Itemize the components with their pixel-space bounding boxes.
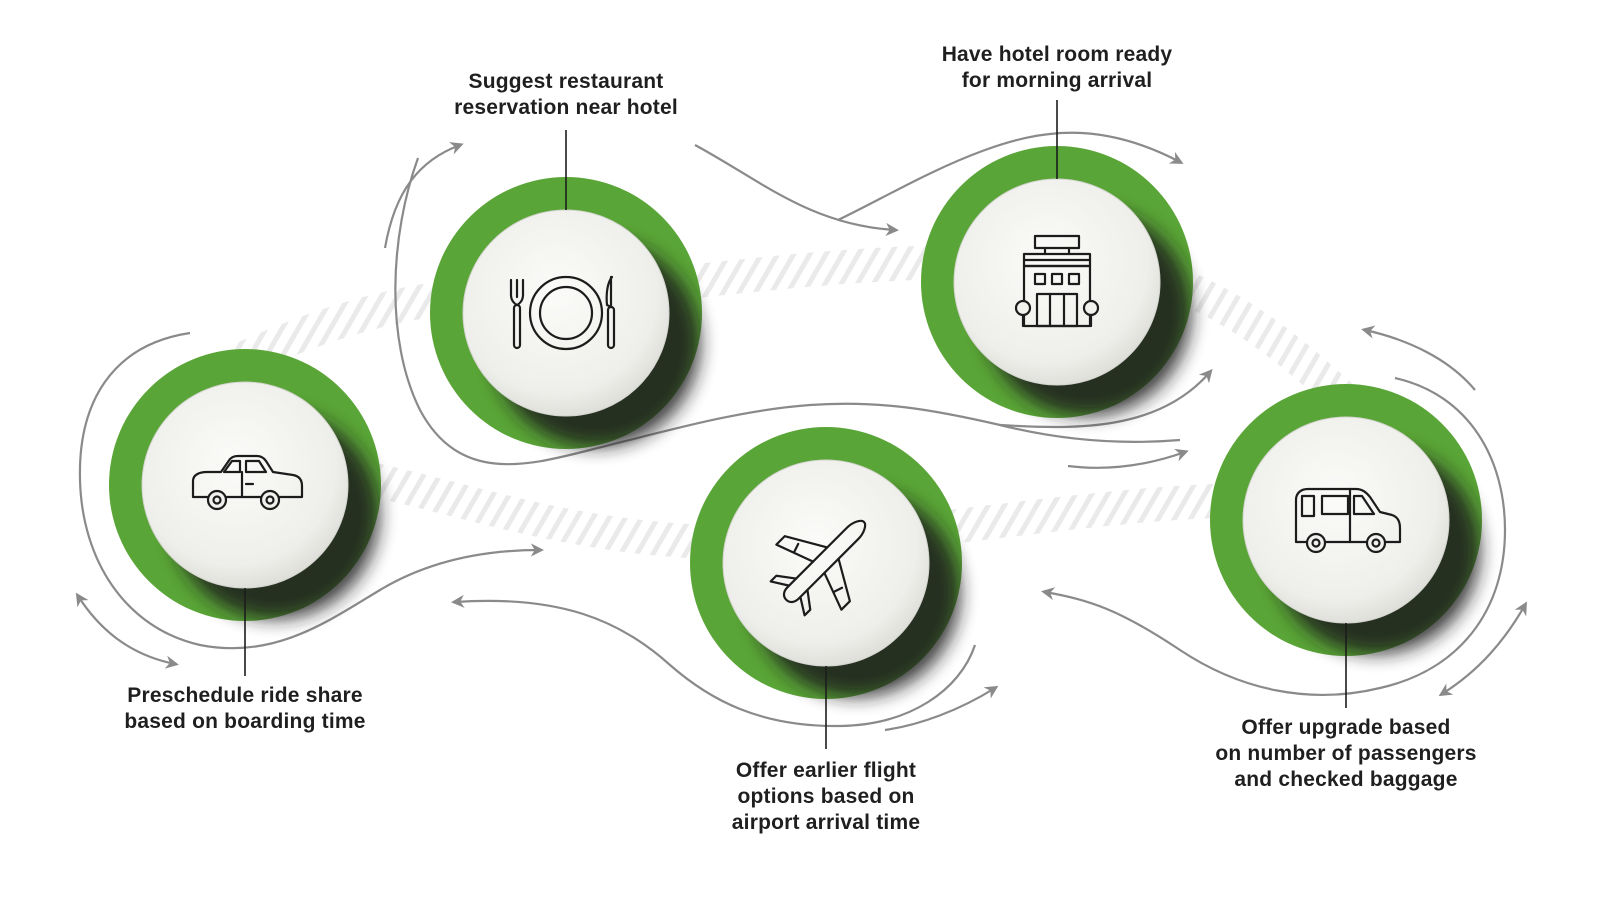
label-line: Have hotel room ready xyxy=(941,43,1173,66)
flow-arrows xyxy=(75,131,1527,732)
arc-arrow xyxy=(837,131,1184,221)
hotel-icon xyxy=(1014,234,1100,328)
icon-disc xyxy=(462,209,670,417)
step-label-flight: Offer earlier flight options based on ai… xyxy=(666,758,986,836)
label-line: Suggest restaurant xyxy=(468,70,664,93)
car-icon xyxy=(191,454,304,511)
icon-disc xyxy=(953,178,1161,386)
arc-arrow xyxy=(451,594,977,728)
label-line: airport arrival time xyxy=(731,811,921,834)
arc-arrow xyxy=(999,369,1213,429)
arc-arrow xyxy=(1438,601,1527,697)
step-node-upgrade xyxy=(1210,384,1482,656)
arc-arrow xyxy=(1067,448,1189,469)
icon-disc xyxy=(1242,416,1450,624)
arc-arrow xyxy=(694,144,899,237)
plate-cutlery-icon xyxy=(509,275,616,351)
label-line: Offer upgrade based xyxy=(1241,716,1451,739)
leader-lines xyxy=(244,100,1347,749)
label-line: and checked baggage xyxy=(1234,768,1458,791)
step-label-upgrade: Offer upgrade based on number of passeng… xyxy=(1186,715,1506,793)
step-label-ride-share: Preschedule ride share based on boarding… xyxy=(85,683,405,735)
arc-arrow xyxy=(884,685,999,732)
label-line: reservation near hotel xyxy=(454,96,678,119)
arc-arrow xyxy=(1361,325,1476,391)
label-line: on number of passengers xyxy=(1215,742,1477,765)
van-icon xyxy=(1294,487,1402,554)
arc-arrow xyxy=(383,142,464,249)
arc-arrow xyxy=(1041,376,1507,697)
label-line: for morning arrival xyxy=(961,69,1153,92)
step-node-ride-share xyxy=(109,349,381,621)
step-label-restaurant: Suggest restaurant reservation near hote… xyxy=(406,69,726,121)
icon-disc xyxy=(722,459,930,667)
icon-disc xyxy=(141,381,349,589)
label-line: Preschedule ride share xyxy=(127,684,363,707)
label-line: options based on xyxy=(737,785,915,808)
label-line: Offer earlier flight xyxy=(735,759,917,782)
step-label-hotel: Have hotel room ready for morning arriva… xyxy=(897,42,1217,94)
step-node-restaurant xyxy=(430,177,702,449)
arc-arrow xyxy=(394,157,1181,466)
arc-arrow xyxy=(75,592,179,669)
label-line: based on boarding time xyxy=(124,710,366,733)
airplane-icon xyxy=(769,519,867,617)
step-node-flight xyxy=(690,427,962,699)
arc-arrow xyxy=(78,331,544,650)
step-node-hotel xyxy=(921,146,1193,418)
